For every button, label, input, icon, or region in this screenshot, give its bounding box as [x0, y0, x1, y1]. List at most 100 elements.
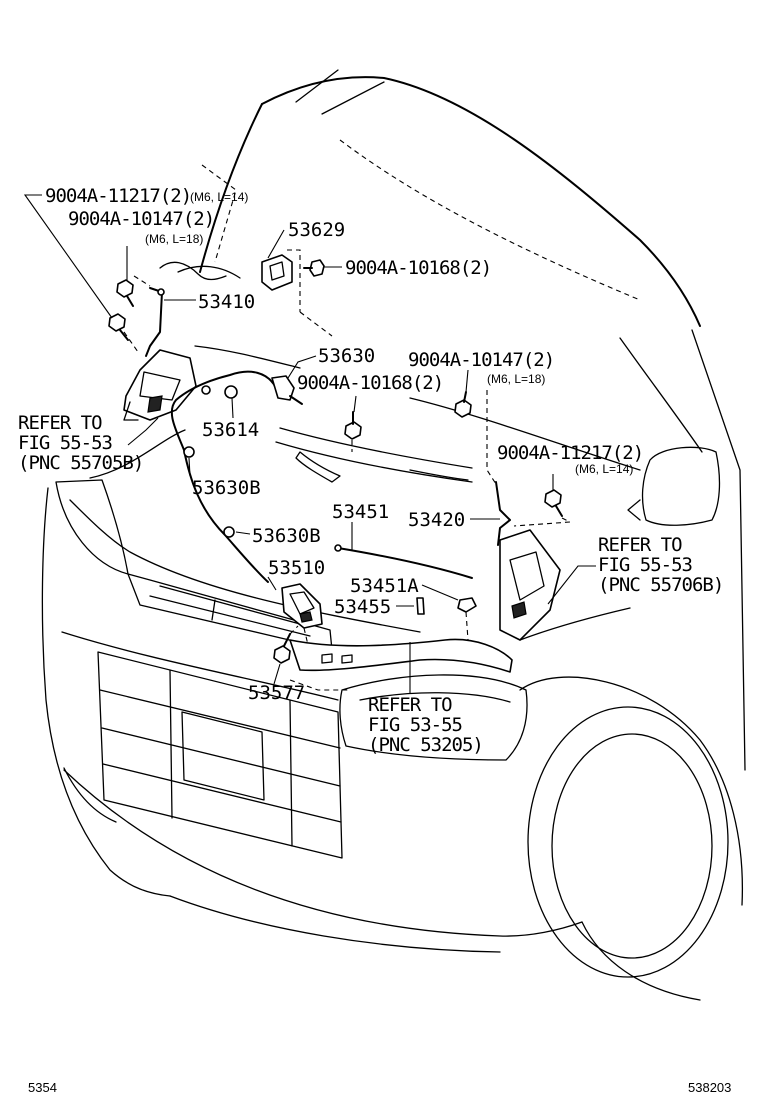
part-53510-latch-hook	[299, 611, 313, 623]
part-53510-latch-detail	[289, 591, 315, 615]
hood-left-edge	[199, 103, 263, 273]
upper-grille-outline	[127, 573, 333, 651]
label-bolt-mid: 9004A-10168(2)	[297, 372, 443, 394]
hood-grille-lip	[177, 265, 241, 279]
label-bolt-left-lower-spec: (M6, L=14)	[190, 190, 248, 204]
leader-53629	[267, 229, 285, 259]
leader-refer-left	[127, 417, 159, 446]
part-53451-rod-end	[334, 544, 342, 552]
label-bolt-right-lower-spec: (M6, L=14)	[575, 462, 633, 476]
left-hood-lock-detail-2	[147, 395, 163, 413]
part-53630-handle-end	[271, 375, 295, 401]
refer-bottom-note: REFER TO FIG 53-55 (PNC 53205)	[368, 694, 484, 756]
dashed-bolt-to-lock	[123, 331, 139, 353]
dashed-53577-to-latch	[289, 625, 299, 635]
cowl-line-lower	[275, 441, 473, 483]
label-53577: 53577	[248, 682, 305, 704]
part-53420-hinge-pin	[511, 601, 527, 619]
roof-line-2	[321, 81, 385, 115]
footer-figure-number: 5354	[28, 1080, 57, 1095]
leader-53614	[231, 397, 234, 419]
front-tire	[527, 706, 729, 978]
clip-53630b-lower	[223, 526, 235, 538]
dashed-grommet-to-support	[465, 611, 469, 641]
right-fender-lower	[581, 921, 701, 1001]
refer-right-note: REFER TO FIG 55-53 (PNC 55706B)	[598, 534, 724, 596]
label-53630b-upper: 53630B	[192, 477, 261, 499]
upper-grille-divider	[211, 599, 216, 621]
radiator-support-hole-1	[321, 653, 333, 664]
mirror-base	[627, 499, 641, 521]
left-body-crease	[63, 767, 117, 823]
right-wheel-arch	[519, 676, 744, 906]
side-mirror	[641, 446, 721, 526]
leader-refer-right	[547, 565, 596, 605]
dashed-right-bolt-to-hinge	[513, 517, 573, 527]
part-labels: 9004A-11217(2) (M6, L=14) 9004A-10147(2)…	[45, 185, 644, 704]
label-53630: 53630	[318, 345, 375, 367]
lower-grille-bar-1	[99, 689, 341, 749]
footer-illustration-id: 538203	[688, 1080, 731, 1095]
label-bolt-left-upper: 9004A-10147(2)	[68, 208, 214, 230]
label-53510: 53510	[268, 557, 325, 579]
left-headlight	[55, 479, 129, 575]
bolt-9004a-10147-left-head	[116, 279, 134, 298]
label-53630b-lower: 53630B	[252, 525, 321, 547]
part-53451-support-rod	[337, 547, 473, 579]
radiator-support-hole-2	[341, 654, 353, 664]
bolt-9004a-10168-top-head	[309, 259, 325, 277]
part-53410-pivot	[157, 288, 165, 296]
refer-right-line1: REFER TO	[598, 534, 682, 556]
refer-left-line2: FIG 55-53	[18, 432, 113, 454]
refer-left-note: REFER TO FIG 55-53 (PNC 55705B)	[18, 412, 144, 474]
upper-grille-slot-1	[159, 585, 301, 625]
clip-53614	[224, 385, 238, 399]
radiator-support-bar	[289, 638, 513, 673]
dashed-right-vertical	[486, 390, 497, 485]
part-53420-hinge-body	[499, 529, 561, 641]
cowl-line-upper	[279, 427, 473, 469]
hood-inner-panel-line	[339, 139, 641, 301]
label-53451: 53451	[332, 501, 389, 523]
right-body-front-line	[519, 607, 631, 641]
part-53629-bracket	[261, 254, 293, 291]
dashed-bolt-to-bracket	[133, 275, 151, 287]
bolt-9004a-11217-left-head	[108, 313, 126, 332]
left-hood-lock-detail-1	[139, 371, 181, 401]
leader-53630	[287, 355, 317, 379]
hood-front-edge-left	[194, 345, 301, 369]
bumper-upper-edge	[61, 631, 339, 701]
label-53614: 53614	[202, 419, 259, 441]
part-53629-slot	[269, 261, 285, 281]
bumper-chin	[169, 895, 501, 953]
dashed-53629-box	[287, 249, 301, 312]
lower-grille-bar-3	[102, 763, 342, 823]
leader-53630b-lower	[235, 531, 251, 535]
hood-front-corner	[159, 261, 227, 281]
body-side-line	[691, 329, 746, 771]
label-bolt-left-upper-spec: (M6, L=18)	[145, 232, 203, 246]
part-53420-hinge-detail	[509, 551, 545, 601]
engine-bay-front-panel	[69, 499, 421, 633]
hood-inner-left-line	[201, 164, 237, 263]
lower-grille-vbar-1	[169, 669, 173, 819]
upper-grille-slot-2	[149, 595, 311, 637]
refer-right-line2: FIG 55-53	[598, 554, 693, 576]
cable-grommet	[201, 385, 211, 395]
label-bolt-left-lower: 9004A-11217(2)	[45, 185, 191, 207]
bolt-53577-shaft	[283, 633, 291, 647]
refer-bottom-line3: (PNC 53205)	[368, 734, 483, 756]
leader-lines	[23, 194, 596, 694]
components	[108, 254, 563, 673]
lower-grille-bar-2	[101, 727, 341, 787]
bolt-9004a-10147-right-head	[454, 399, 472, 418]
part-53455-clip	[416, 597, 425, 615]
bolt-53577-head	[273, 645, 291, 664]
hood-top-edge	[261, 76, 701, 327]
leader-53577	[273, 663, 281, 685]
leader-bolt-mid	[353, 395, 357, 413]
front-tire-inner	[551, 733, 713, 959]
bolt-9004a-11217-right-shaft	[555, 505, 563, 517]
leader-53630b-upper	[188, 457, 191, 477]
